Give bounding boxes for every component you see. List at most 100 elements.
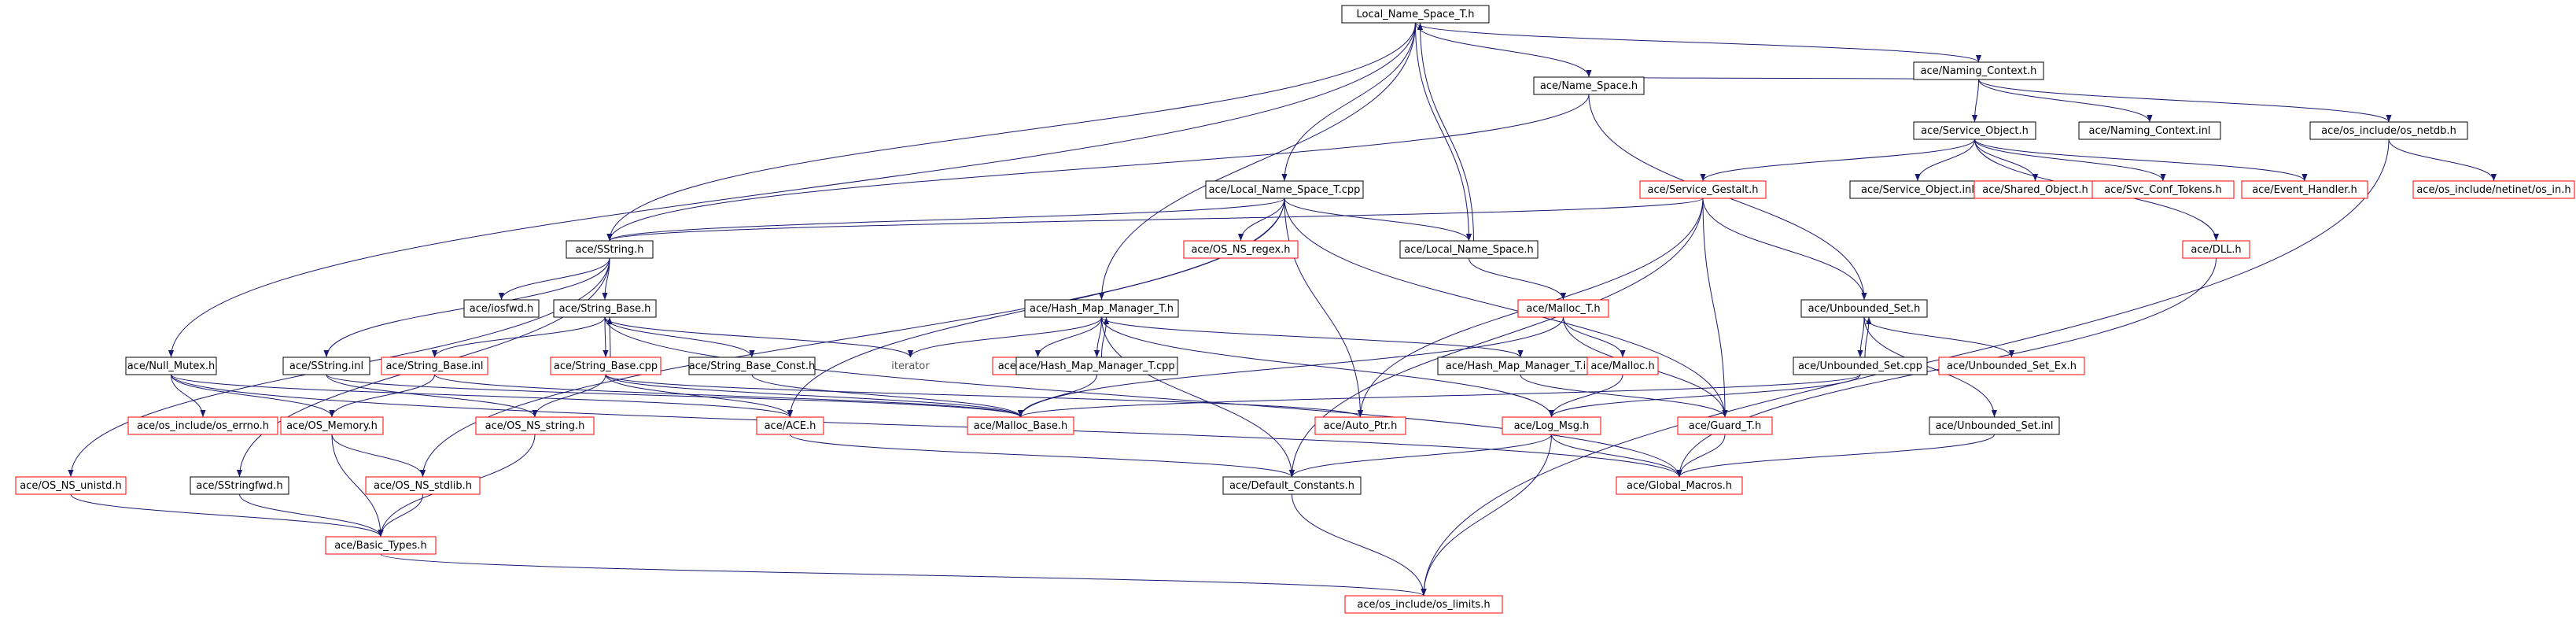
edge-name_space_h-to-sstring_h	[606, 94, 1590, 242]
node-unbounded-set-ex-h[interactable]: ace/Unbounded_Set_Ex.h	[1938, 357, 2085, 375]
edge-hash_map_manager_t_h-to-log_msg_h	[1101, 316, 1555, 418]
node-hash-map-manager-t-h[interactable]: ace/Hash_Map_Manager_T.h	[1024, 299, 1179, 318]
node-label: ace/Hash_Map_Manager_T.inl	[1446, 360, 1595, 372]
node-default-constants-h[interactable]: ace/Default_Constants.h	[1222, 476, 1362, 495]
node-basic-types-h[interactable]: ace/Basic_Types.h	[325, 536, 437, 555]
node-box	[1616, 476, 1743, 495]
node-box	[553, 299, 657, 318]
node-svc-conf-tokens-h[interactable]: ace/Svc_Conf_Tokens.h	[2091, 180, 2235, 199]
node-label: ace/os_include/netinet/os_in.h	[2416, 184, 2570, 196]
node-label: ace/OS_NS_string.h	[485, 420, 585, 432]
node-os-ns-stdlib-h[interactable]: ace/OS_NS_stdlib.h	[365, 476, 481, 495]
node-local-name-space-h[interactable]: ace/Local_Name_Space.h	[1399, 240, 1539, 259]
node-box	[1677, 416, 1773, 435]
edge-unbounded_set_inl-to-global_macros_h	[1676, 434, 1995, 478]
node-unbounded-set-inl[interactable]: ace/Unbounded_Set.inl	[1929, 416, 2060, 435]
node-naming-context-h[interactable]: ace/Naming_Context.h	[1913, 61, 2044, 80]
edge-os_memory_h-to-basic_types_h	[331, 434, 384, 538]
node-os-ns-regex-h[interactable]: ace/OS_NS_regex.h	[1183, 240, 1299, 259]
node-service-object-inl[interactable]: ace/Service_Object.inl	[1849, 180, 1986, 199]
node-os-in-h[interactable]: ace/os_include/netinet/os_in.h	[2412, 180, 2575, 199]
node-dll-h[interactable]: ace/DLL.h	[2182, 240, 2250, 259]
node-root[interactable]: Local_Name_Space_T.h	[1341, 5, 1490, 24]
node-os-ns-string-h[interactable]: ace/OS_NS_string.h	[475, 416, 595, 435]
edge-os_memory_h-to-os_ns_stdlib_h	[331, 434, 426, 478]
node-os-netdb-h[interactable]: ace/os_include/os_netdb.h	[2309, 121, 2468, 140]
edge-hash_map_manager_t_cpp-to-hash_map_manager_t_h	[1101, 316, 1110, 358]
node-auto-ptr-h[interactable]: ace/Auto_Ptr.h	[1314, 416, 1406, 435]
node-label: ace/Local_Name_Space_T.cpp	[1209, 184, 1361, 196]
edge-null_mutex_h-to-ace_h	[171, 374, 793, 418]
edge-root-to-local_name_space_h	[1415, 22, 1472, 242]
node-iosfwd-h[interactable]: ace/iosfwd.h	[463, 299, 540, 318]
node-label: ace/Auto_Ptr.h	[1324, 420, 1398, 432]
node-malloc-t-h[interactable]: ace/Malloc_T.h	[1517, 299, 1609, 318]
node-string-base-inl[interactable]: ace/String_Base.inl	[381, 357, 488, 375]
edge-hash_map_manager_t_cpp-to-malloc_base_h	[1017, 374, 1097, 418]
edge-sstring_h-to-iosfwd_h	[498, 257, 610, 301]
node-os-memory-h[interactable]: ace/OS_Memory.h	[280, 416, 384, 435]
node-null-mutex-h[interactable]: ace/Null_Mutex.h	[125, 357, 217, 375]
node-event-handler-h[interactable]: ace/Event_Handler.h	[2241, 180, 2368, 199]
node-os-ns-unistd-h[interactable]: ace/OS_NS_unistd.h	[15, 476, 127, 495]
edge-guard_t_h-to-global_macros_h	[1676, 434, 1726, 478]
node-box	[1314, 416, 1406, 435]
node-hash-map-manager-t-cpp[interactable]: ace/Hash_Map_Manager_T.cpp	[1015, 357, 1178, 375]
node-label: ace/Shared_Object.h	[1982, 184, 2088, 196]
node-label: ace/Svc_Conf_Tokens.h	[2104, 184, 2222, 196]
node-string-base-cpp[interactable]: ace/String_Base.cpp	[550, 357, 662, 375]
node-box	[566, 240, 654, 259]
node-box	[1639, 180, 1767, 199]
node-service-object-h[interactable]: ace/Service_Object.h	[1913, 121, 2036, 140]
node-box	[1341, 5, 1490, 24]
node-naming-context-inl[interactable]: ace/Naming_Context.inl	[2078, 121, 2221, 140]
node-log-msg-h[interactable]: ace/Log_Msg.h	[1502, 416, 1601, 435]
node-unbounded-set-h[interactable]: ace/Unbounded_Set.h	[1800, 299, 1928, 318]
node-label: ace/OS_NS_regex.h	[1191, 244, 1290, 256]
node-label: ace/Service_Gestalt.h	[1647, 184, 1758, 196]
node-shared-object-h[interactable]: ace/Shared_Object.h	[1973, 180, 2097, 199]
edge-service_object_h-to-service_object_inl	[1914, 139, 1975, 182]
node-malloc-base-h[interactable]: ace/Malloc_Base.h	[967, 416, 1074, 435]
node-unbounded-set-cpp[interactable]: ace/Unbounded_Set.cpp	[1793, 357, 1928, 375]
node-iterator: iterator	[891, 360, 930, 372]
node-global-macros-h[interactable]: ace/Global_Macros.h	[1616, 476, 1743, 495]
node-service-gestalt-h[interactable]: ace/Service_Gestalt.h	[1639, 180, 1767, 199]
edge-malloc_t_h-to-malloc_h	[1563, 316, 1626, 358]
node-label: ace/String_Base.cpp	[554, 360, 658, 372]
node-label: ace/Malloc_Base.h	[974, 420, 1068, 432]
edge-hash_map_manager_t_inl-to-guard_t_h	[1520, 374, 1728, 418]
node-sstring-inl[interactable]: ace/SString.inl	[282, 357, 370, 375]
node-string-base-const-h[interactable]: ace/String_Base_Const.h	[688, 357, 816, 375]
node-ace-h[interactable]: ace/ACE.h	[756, 416, 824, 435]
node-os-limits-h[interactable]: ace/os_include/os_limits.h	[1344, 595, 1503, 614]
node-box	[2078, 121, 2221, 140]
node-label: ace/Unbounded_Set.inl	[1936, 420, 2054, 432]
edge-unbounded_set_h-to-unbounded_set_cpp	[1857, 316, 1865, 358]
node-box	[2182, 240, 2250, 259]
node-box	[1913, 61, 2044, 80]
edge-log_msg_h-to-default_constants_h	[1289, 434, 1552, 478]
node-guard-t-h[interactable]: ace/Guard_T.h	[1677, 416, 1773, 435]
node-box	[381, 357, 488, 375]
node-box	[2309, 121, 2468, 140]
node-box	[1793, 357, 1928, 375]
edge-root-to-null_mutex_h	[168, 22, 1416, 358]
node-label: ace/ACE.h	[765, 420, 816, 432]
node-hash-map-manager-t-inl[interactable]: ace/Hash_Map_Manager_T.inl	[1437, 357, 1604, 375]
node-string-base-h[interactable]: ace/String_Base.h	[553, 299, 657, 318]
edge-log_msg_h-to-os_limits_h	[1421, 434, 1552, 597]
node-label: ace/OS_NS_unistd.h	[20, 480, 122, 492]
edge-service_object_h-to-event_handler_h	[1974, 139, 2308, 182]
node-box	[365, 476, 481, 495]
node-sstringfwd-h[interactable]: ace/SStringfwd.h	[190, 476, 289, 495]
node-name-space-h[interactable]: ace/Name_Space.h	[1533, 76, 1645, 95]
node-label: ace/Local_Name_Space.h	[1404, 244, 1534, 256]
node-sstring-h[interactable]: ace/SString.h	[566, 240, 654, 259]
node-os-errno-h[interactable]: ace/os_include/os_errno.h	[127, 416, 278, 435]
edge-sstring_inl-to-os_ns_string_h	[326, 374, 538, 418]
edge-service_object_h-to-svc_conf_tokens_h	[1974, 139, 2166, 182]
node-malloc-h[interactable]: ace/Malloc.h	[1587, 357, 1659, 375]
edge-service_object_h-to-shared_object_h	[1974, 139, 2039, 182]
node-local-name-space-t-cpp[interactable]: ace/Local_Name_Space_T.cpp	[1205, 180, 1364, 199]
